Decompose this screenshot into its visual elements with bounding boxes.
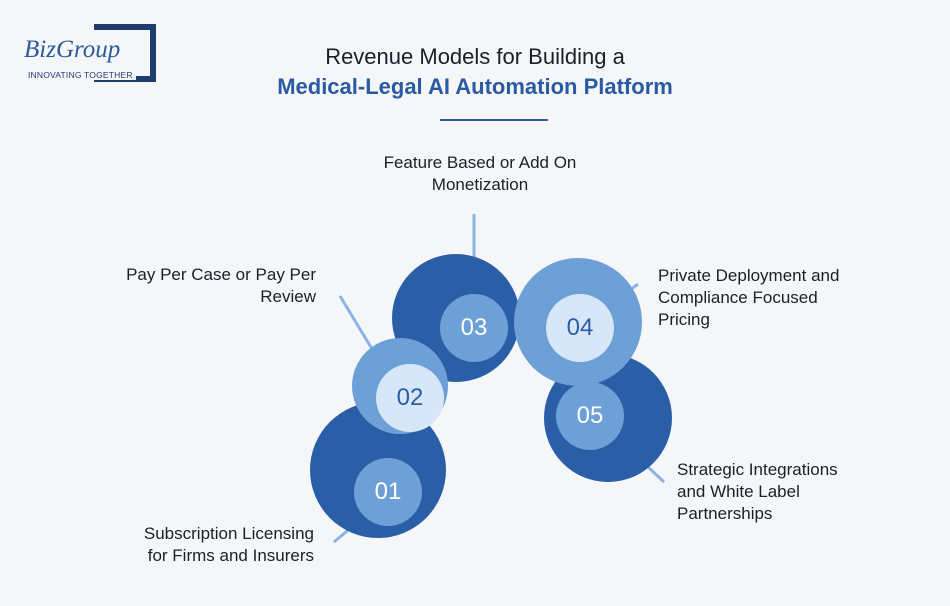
step-01-label: Subscription Licensing for Firms and Ins…	[143, 524, 314, 565]
step-04-inner-circle	[546, 294, 614, 362]
step-01-inner-circle	[354, 458, 422, 526]
logo-tagline: INNOVATING TOGETHER	[28, 70, 136, 80]
step-01-number: 01	[374, 478, 402, 505]
step-05-number: 05	[576, 402, 604, 429]
step-05-label: Strategic Integrations and White Label P…	[677, 460, 838, 523]
step-03-label: Feature Based or Add On Monetization	[383, 153, 577, 194]
step-03-number: 03	[460, 314, 488, 341]
title-line-1: Revenue Models for Building a	[325, 44, 625, 69]
page-title: Revenue Models for Building a Medical-Le…	[0, 42, 950, 102]
step-05-inner-circle	[556, 382, 624, 450]
step-04-number: 04	[566, 314, 594, 341]
step-03-inner-circle	[440, 294, 508, 362]
step-04-label: Private Deployment and Compliance Focuse…	[658, 266, 840, 329]
company-logo: BizGroup INNOVATING TOGETHER	[24, 24, 156, 82]
step-02-inner-circle	[376, 364, 444, 432]
step-02-label: Pay Per Case or Pay Per Review	[126, 265, 316, 306]
title-underline	[440, 119, 548, 121]
logo-wordmark: BizGroup	[24, 36, 123, 64]
title-line-2: Medical-Legal AI Automation Platform	[277, 74, 673, 99]
step-02-number: 02	[396, 384, 424, 411]
